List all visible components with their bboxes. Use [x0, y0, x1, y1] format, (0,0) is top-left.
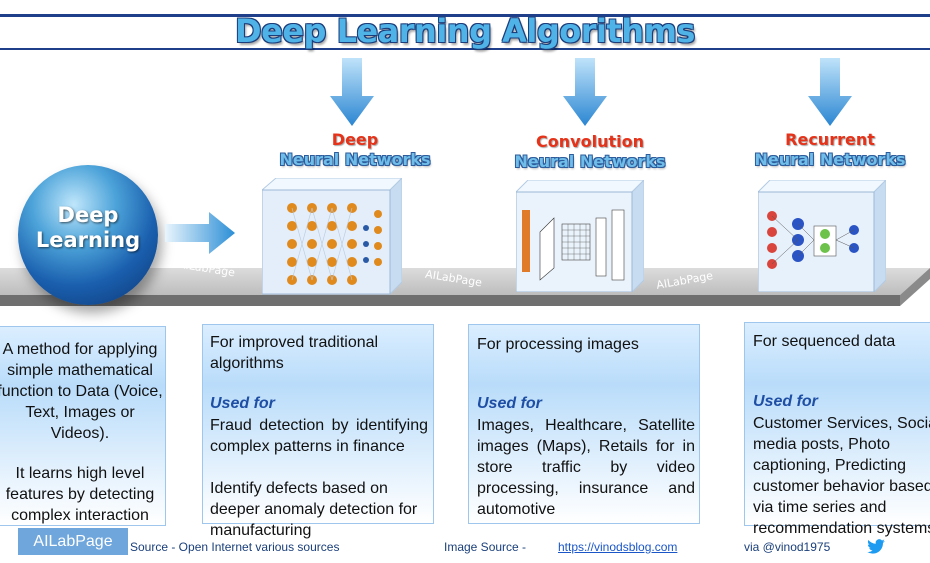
down-arrow-icon: [563, 58, 607, 126]
down-arrow-icon: [808, 58, 852, 126]
rnn-use-1: Customer Services, Social media posts, P…: [753, 415, 930, 537]
twitter-bird-icon[interactable]: [866, 539, 886, 555]
cnn-summary: For processing images: [477, 336, 639, 353]
cnn-title-bottom: Neural Networks: [514, 152, 666, 171]
hub-label-line1: Deep: [57, 203, 119, 227]
cnn-title-top: Convolution: [536, 132, 644, 151]
footer-source: Source - Open Internet various sources: [130, 540, 340, 554]
brand-badge: AILabPage: [18, 528, 128, 555]
dnn-title-bottom: Neural Networks: [279, 150, 431, 169]
cnn-info-box: For processing images Used for Images, H…: [468, 324, 700, 524]
dnn-title-top: Deep: [331, 130, 379, 149]
definition-text: A method for applying simple mathematica…: [0, 341, 163, 442]
dnn-info-box: For improved traditional algorithms Used…: [202, 324, 434, 539]
footer-via: via @vinod1975: [744, 540, 831, 554]
definition-box: A method for applying simple mathematica…: [0, 326, 166, 526]
footer-image-source-label: Image Source -: [444, 540, 527, 554]
cnn-use-1: Images, Healthcare, Satellite images (Ma…: [477, 417, 695, 518]
cnn-network-cube: [516, 180, 644, 292]
definition-text-2: It learns high level features by detecti…: [5, 465, 155, 524]
dnn-used-for-label: Used for: [210, 395, 275, 412]
cnn-title: Convolution Neural Networks: [485, 132, 695, 172]
down-arrow-icon: [330, 58, 374, 126]
hub-label-line2: Learning: [35, 228, 141, 252]
rnn-title-top: Recurrent: [785, 130, 875, 149]
dnn-network-cube: [262, 178, 402, 296]
rnn-used-for-label: Used for: [753, 393, 818, 410]
dnn-use-1: Fraud detection by identifying complex p…: [210, 417, 428, 455]
dnn-summary: For improved traditional algorithms: [210, 334, 379, 372]
rnn-title-bottom: Neural Networks: [754, 150, 906, 169]
page-title: Deep Learning Algorithms: [235, 12, 695, 50]
rnn-title: Recurrent Neural Networks: [725, 130, 930, 170]
rnn-info-box: For sequenced data Used for Customer Ser…: [744, 322, 930, 537]
footer-image-source-link[interactable]: https://vinodsblog.com: [558, 540, 678, 554]
cnn-used-for-label: Used for: [477, 395, 542, 412]
dnn-title: Deep Neural Networks: [250, 130, 460, 170]
rnn-summary: For sequenced data: [753, 333, 896, 350]
hub-label: Deep Learning: [18, 203, 158, 253]
title-rule: [0, 14, 930, 50]
deep-learning-sphere: [18, 165, 158, 305]
rnn-network-cube: [758, 180, 886, 292]
platform: [0, 268, 930, 306]
right-arrow-icon: [165, 212, 235, 254]
dnn-use-2: Identify defects based on deeper anomaly…: [210, 480, 418, 539]
